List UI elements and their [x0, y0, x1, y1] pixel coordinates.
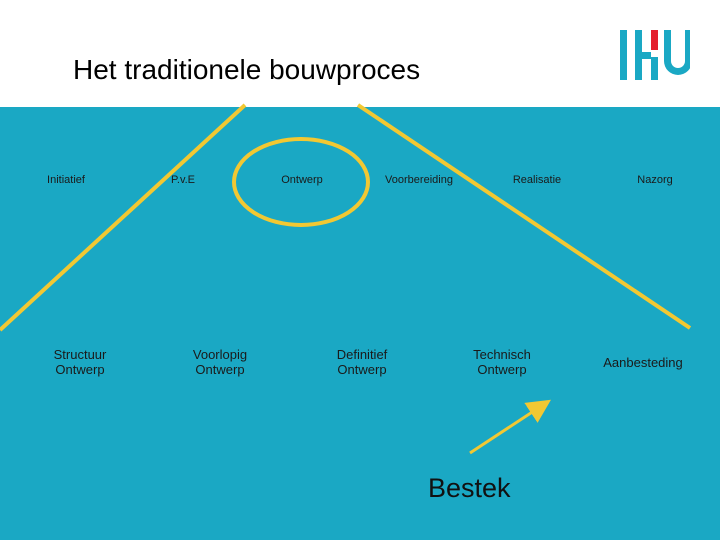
deliverable-line2: Ontwerp: [477, 362, 527, 377]
phase-initiatief: Initiatief: [47, 174, 85, 186]
bestek-arrow: [469, 399, 552, 455]
phase-ontwerp: Ontwerp: [281, 174, 323, 186]
deliverable-line1: Aanbesteding: [603, 355, 683, 370]
deliverable-line2: Ontwerp: [195, 362, 245, 377]
deliverable-technisch-ontwerp: Technisch Ontwerp: [473, 347, 531, 377]
deliverable-voorlopig-ontwerp: Voorlopig Ontwerp: [193, 347, 247, 377]
deliverable-structuur-ontwerp: Structuur Ontwerp: [54, 347, 107, 377]
phase-realisatie: Realisatie: [512, 174, 562, 186]
deliverable-line1: Technisch: [473, 347, 531, 362]
right-slope-line: [356, 103, 692, 330]
ontwerp-highlight-ellipse: [232, 137, 370, 227]
deliverable-line1: Voorlopig: [192, 347, 248, 362]
phase-pve: P.v.E: [170, 174, 196, 186]
deliverable-aanbesteding: Aanbesteding: [603, 355, 683, 370]
slide-header: Het traditionele bouwproces: [0, 0, 720, 107]
slide-title: Het traditionele bouwproces: [73, 54, 421, 85]
diagram-panel: [0, 107, 720, 540]
deliverable-line1: Structuur: [53, 347, 107, 362]
bestek-label: Bestek: [428, 473, 511, 503]
deliverable-line2: Ontwerp: [337, 362, 387, 377]
phase-voorbereiding: Voorbereiding: [385, 174, 453, 186]
left-slope-line: [0, 103, 247, 332]
phase-nazorg: Nazorg: [637, 174, 673, 186]
deliverable-line2: Ontwerp: [55, 362, 105, 377]
hu-logo: [620, 30, 690, 80]
deliverable-line1: Definitief: [336, 347, 388, 362]
deliverable-definitief-ontwerp: Definitief Ontwerp: [337, 347, 388, 377]
